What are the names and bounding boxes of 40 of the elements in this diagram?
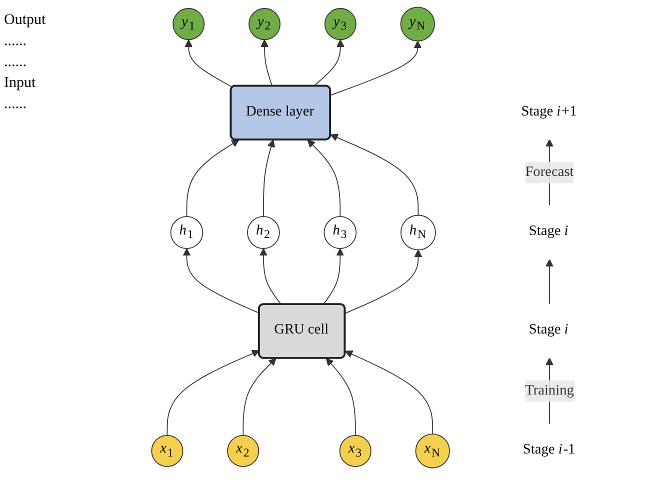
- label-text: Input: [4, 75, 37, 92]
- arrow: [182, 248, 260, 314]
- node-circle: h$_{2}$: [247, 216, 280, 249]
- arrow: [344, 249, 422, 314]
- arrow: [546, 259, 554, 305]
- arrow: [186, 140, 240, 218]
- label-text: Output: [4, 12, 47, 29]
- node-circle: y$_{1}$: [172, 8, 205, 40]
- node-circle: x$_{1}$: [151, 434, 184, 467]
- arrow: [263, 140, 275, 218]
- arrow: [260, 39, 273, 87]
- node-circle: h$_{N}$: [400, 214, 436, 250]
- arrow: [322, 248, 344, 306]
- arrow: [330, 40, 422, 96]
- node-text: Stage i-1: [522, 442, 576, 458]
- node-circle: y$_{2}$: [248, 8, 281, 40]
- arrow: [330, 134, 419, 216]
- arrow: [166, 350, 260, 436]
- arrow: [242, 358, 276, 436]
- arrow: [260, 248, 282, 306]
- edge-label: Training: [525, 382, 574, 398]
- node-circle: y$_{3}$: [324, 8, 356, 40]
- node-circle: y$_{N}$: [400, 6, 435, 42]
- edge-label: Forecast: [525, 164, 574, 180]
- node-circle: h$_{3}$: [324, 216, 357, 249]
- label-text: ......: [4, 54, 28, 71]
- node-text: Stage i+1: [521, 104, 577, 119]
- label-text: ......: [4, 33, 28, 50]
- label-text: ......: [4, 96, 28, 113]
- arrow: [184, 39, 234, 88]
- arrow: [307, 140, 341, 218]
- node-circle: x$_{3}$: [339, 434, 372, 467]
- node-circle: h$_{1}$: [170, 216, 204, 249]
- node-text: Stage i: [528, 322, 568, 338]
- node-text: Stage i: [528, 224, 568, 239]
- node-circle: x$_{2}$: [227, 434, 260, 467]
- arrow: [344, 350, 434, 435]
- node-circle: x$_{N}$: [415, 434, 450, 468]
- arrow: [326, 358, 356, 436]
- arrow: [313, 39, 344, 87]
